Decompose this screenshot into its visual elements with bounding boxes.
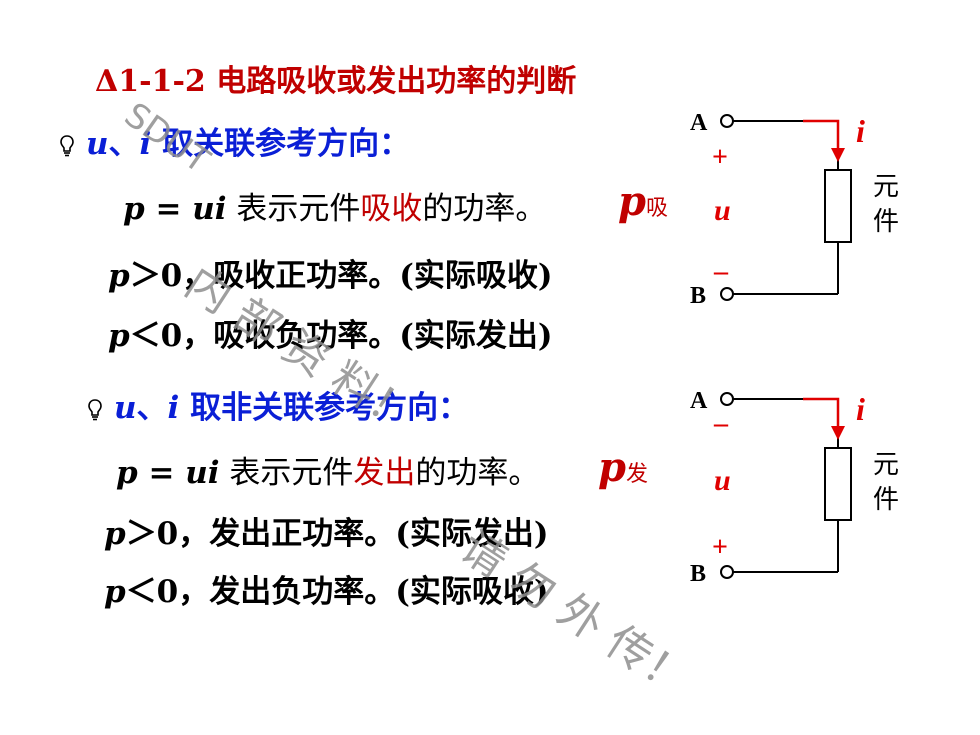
circuit2: A B – + u i 元 件 [690, 388, 899, 587]
keyword-absorb: 吸收 [360, 191, 423, 227]
terminal-b-label: B [690, 283, 706, 309]
circuit1: A B + – u i 元 件 [690, 110, 899, 309]
section2-heading: u、i 取非关联参考方向： [88, 382, 469, 427]
formula: p = ui [116, 455, 220, 491]
current-arrow [803, 397, 840, 428]
keyword-emit: 发出 [353, 455, 416, 491]
terminal-b-label: B [690, 561, 706, 587]
terminal-a-node [720, 392, 734, 406]
plus-sign: + [712, 142, 728, 173]
p-absorb-symbol: p吸 [618, 178, 668, 225]
terminal-a-label: A [690, 388, 708, 414]
current-label: i [856, 391, 865, 427]
terminal-b-node [720, 565, 734, 579]
formula: p = ui [123, 191, 227, 227]
voltage-label: u [714, 194, 731, 227]
current-label: i [856, 113, 865, 149]
element-box [824, 169, 852, 243]
terminal-b-node [720, 287, 734, 301]
p-emit-symbol: p发 [598, 444, 648, 491]
element-label-line1: 元 [873, 450, 899, 480]
lightbulb-icon [60, 134, 74, 156]
element-box [824, 447, 852, 521]
element-label-line2: 件 [873, 207, 899, 237]
minus-sign: – [713, 408, 729, 439]
element-label-line2: 件 [873, 485, 899, 515]
section2-condition-positive: p＞0，发出正功率。(实际发出) [104, 516, 549, 552]
section1-heading: u、i 取关联参考方向： [60, 118, 410, 163]
section1-formula-line: p = ui 表示元件吸收的功率。 [123, 191, 547, 227]
element-label-line1: 元 [873, 172, 899, 202]
lightbulb-icon [88, 398, 102, 420]
voltage-label: u [714, 464, 731, 497]
section1-condition-positive: p＞0，吸收正功率。(实际吸收) [108, 258, 553, 294]
section2-condition-negative: p＜0，发出负功率。(实际吸收) [104, 574, 549, 610]
section1-condition-negative: p＜0，吸收负功率。(实际发出) [108, 318, 553, 354]
section2-formula-line: p = ui 表示元件发出的功率。 [116, 455, 540, 491]
current-arrow [803, 119, 840, 150]
minus-sign: – [713, 256, 729, 287]
terminal-a-label: A [690, 110, 708, 136]
page-title: Δ1-1-2 电路吸收或发出功率的判断 [95, 64, 577, 99]
terminal-a-node [720, 114, 734, 128]
plus-sign: + [712, 532, 728, 563]
